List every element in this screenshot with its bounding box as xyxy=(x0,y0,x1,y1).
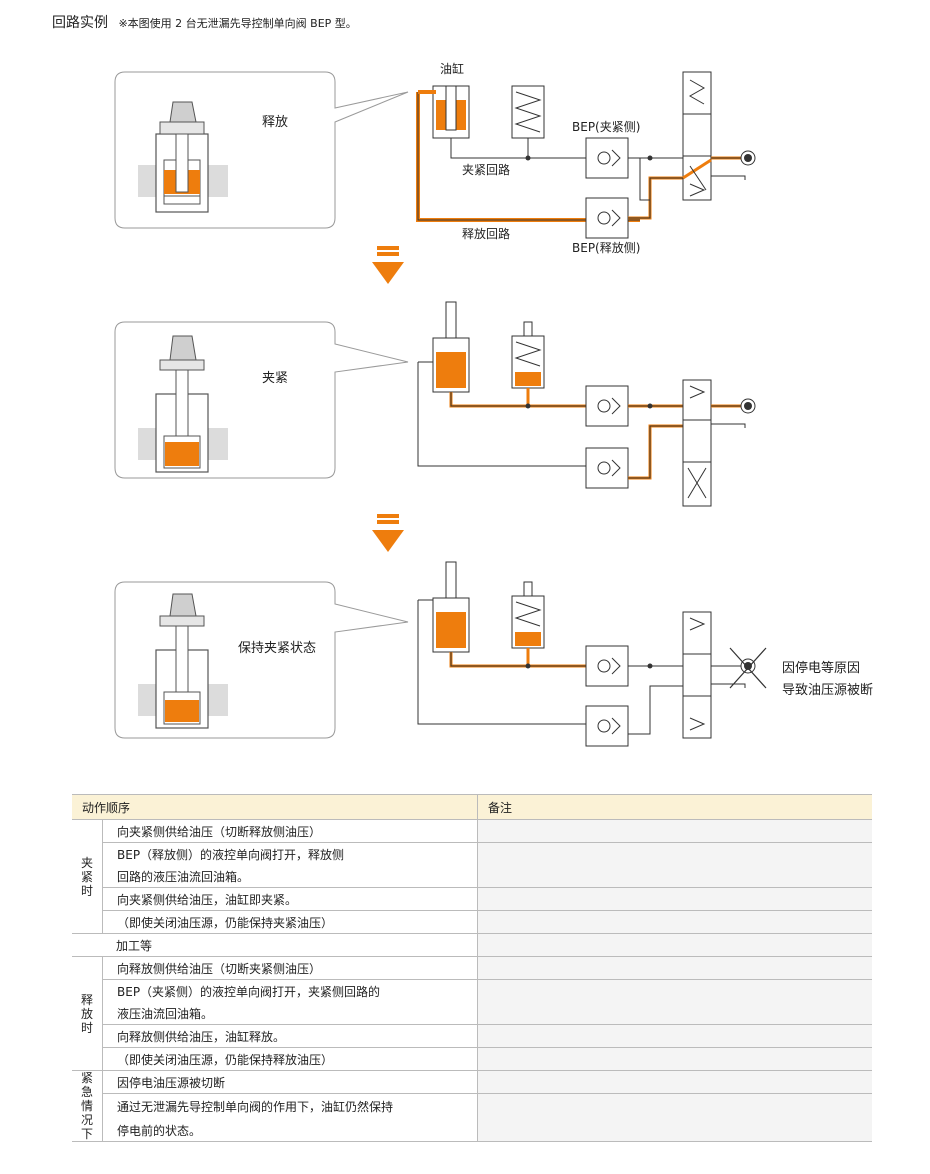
remark-cell xyxy=(477,887,872,911)
table-header-row: 动作顺序 备注 xyxy=(72,794,872,820)
page-title-note: ※本图使用 2 台无泄漏先导控制单向阀 BEP 型。 xyxy=(118,17,357,30)
remark-cell xyxy=(477,819,872,843)
remark-cell xyxy=(477,1024,872,1048)
section-clamp: 夹紧时 xyxy=(72,819,103,934)
table-row: BEP（释放侧）的液控单向阀打开，释放侧 xyxy=(72,842,872,888)
cylinder-label: 油缸 xyxy=(440,61,464,76)
table-cell: 液压油流回油箱。 xyxy=(102,1002,478,1025)
state-label-release: 释放 xyxy=(262,115,288,130)
table-cell: 向夹紧侧供给油压（切断释放侧油压） xyxy=(102,819,478,843)
remark-cell xyxy=(477,1070,872,1094)
arrow-down-icon xyxy=(372,246,404,284)
state-label-hold: 保持夹紧状态 xyxy=(238,641,316,656)
table-cell: BEP（释放侧）的液控单向阀打开，释放侧 xyxy=(117,847,345,862)
table-cell: （即使关闭油压源，仍能保持释放油压） xyxy=(102,1047,478,1071)
table-cell: 向释放侧供给油压（切断夹紧侧油压） xyxy=(102,956,478,980)
cutoff-x-icon xyxy=(729,647,767,689)
remark-cell xyxy=(477,842,872,888)
table-cell: 向释放侧供给油压，油缸释放。 xyxy=(102,1024,478,1048)
table-cell: 回路的液压油流回油箱。 xyxy=(102,865,478,888)
remark-cell xyxy=(477,1047,872,1071)
arrow-down-icon xyxy=(372,514,404,552)
operation-table: 动作顺序 备注 夹紧时 向夹紧侧供给油压（切断释放侧油压） BEP（释放侧）的液… xyxy=(72,794,872,1142)
remark-cell xyxy=(477,910,872,934)
remark-cell xyxy=(477,933,872,957)
table-row: 液压油流回油箱。 xyxy=(72,1002,872,1025)
valve-release-label: BEP(释放侧) xyxy=(572,240,640,255)
clamp-circuit-label: 夹紧回路 xyxy=(462,162,510,177)
state-label-clamp: 夹紧 xyxy=(262,371,288,386)
header-remark: 备注 xyxy=(477,794,872,820)
table-row: 停电前的状态。 xyxy=(72,1119,872,1142)
remark-cell xyxy=(477,1093,872,1142)
table-row: 通过无泄漏先导控制单向阀的作用下，油缸仍然保持 xyxy=(72,1093,872,1142)
page-title: 回路实例 ※本图使用 2 台无泄漏先导控制单向阀 BEP 型。 xyxy=(52,12,357,32)
remark-cell xyxy=(477,956,872,980)
stage-hold: 保持夹紧状态 因停电等原因 导致油压源被断 xyxy=(114,561,873,747)
release-circuit-label: 释放回路 xyxy=(462,226,510,241)
table-row: 回路的液压油流回油箱。 xyxy=(72,865,872,888)
table-cell: 停电前的状态。 xyxy=(102,1119,478,1142)
valve-clamp-label: BEP(夹紧侧) xyxy=(572,120,640,134)
remark-cell xyxy=(477,979,872,1025)
process-cell: 加工等 xyxy=(72,933,478,957)
table-cell: BEP（夹紧侧）的液控单向阀打开，夹紧侧回路的 xyxy=(117,984,381,999)
stage-clamp: 夹紧 xyxy=(114,301,756,507)
table-row: 紧急情况下 因停电油压源被切断 xyxy=(72,1070,872,1142)
table-row: 释放时 向释放侧供给油压（切断夹紧侧油压） xyxy=(72,956,872,1071)
table-row: （即使关闭油压源，仍能保持释放油压） xyxy=(72,1047,872,1071)
cutoff-label-line2: 导致油压源被断 xyxy=(782,683,873,698)
table-cell: 因停电油压源被切断 xyxy=(102,1070,478,1094)
table-row: 夹紧时 向夹紧侧供给油压（切断释放侧油压） xyxy=(72,819,872,934)
table-row: 向释放侧供给油压，油缸释放。 xyxy=(72,1024,872,1048)
table-cell: 向夹紧侧供给油压，油缸即夹紧。 xyxy=(102,887,478,911)
circuit-diagram: 释放 油缸 夹紧回路 释放回路 BEP(夹紧侧) BEP(释放侧) xyxy=(114,61,873,747)
stage-release: 释放 油缸 夹紧回路 释放回路 BEP(夹紧侧) BEP(释放侧) xyxy=(114,61,756,255)
table-row: 向夹紧侧供给油压，油缸即夹紧。 xyxy=(72,887,872,911)
header-sequence: 动作顺序 xyxy=(72,794,478,820)
page-title-text: 回路实例 xyxy=(52,15,108,31)
table-row: 加工等 xyxy=(72,933,872,957)
table-row: BEP（夹紧侧）的液控单向阀打开，夹紧侧回路的 xyxy=(72,979,872,1025)
cutoff-label-line1: 因停电等原因 xyxy=(782,660,860,676)
table-row: （即使关闭油压源，仍能保持夹紧油压） xyxy=(72,910,872,934)
section-emergency: 紧急情况下 xyxy=(72,1070,103,1142)
section-release: 释放时 xyxy=(72,956,103,1071)
table-cell: （即使关闭油压源，仍能保持夹紧油压） xyxy=(102,910,478,934)
table-cell: 通过无泄漏先导控制单向阀的作用下，油缸仍然保持 xyxy=(117,1100,394,1114)
